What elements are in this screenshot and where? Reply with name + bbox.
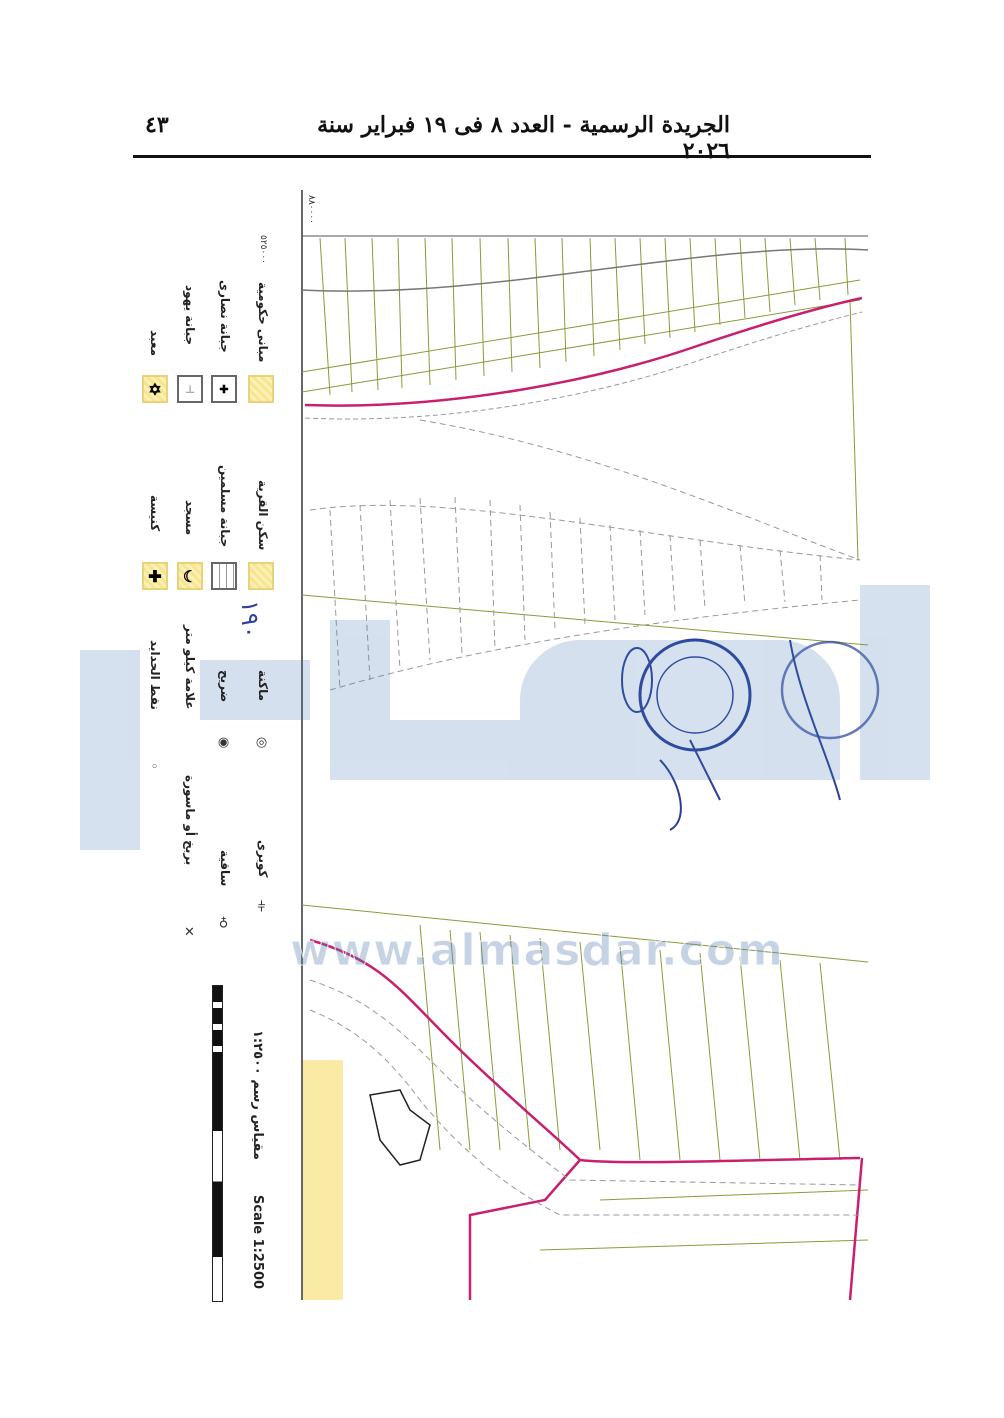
legend-village-housing-label: سكن القرية	[256, 480, 270, 551]
legend-km-marker-label: علامة كيلو متر	[183, 625, 197, 710]
cemetery-area	[369, 1089, 431, 1166]
legend-christian-cemetery-swatch: ✚	[211, 375, 237, 403]
legend-culvert-label: بربخ أو ماسورة	[183, 775, 197, 866]
legend-machine-label: ماكنة	[256, 670, 270, 702]
parcel-lines-middle	[309, 419, 861, 691]
machine-icon: ◎	[254, 735, 269, 750]
waterwheel-icon: ♁	[216, 915, 231, 930]
page-header-title: الجريدة الرسمية - العدد ٨ فى ١٩ فبراير س…	[317, 112, 730, 164]
legend-jewish-cemetery-label: جبانة يهود	[183, 285, 197, 346]
village-housing-area	[303, 1060, 343, 1300]
scale-label-arabic: مقياس رسم ١:٢٥٠٠	[250, 1030, 265, 1160]
legend-jewish-cemetery-swatch: ⊥	[177, 375, 203, 403]
handwritten-note: ١٩٠	[236, 600, 264, 639]
boundary-line-bottom	[309, 938, 864, 1301]
watermark-logo	[80, 585, 930, 850]
legend-muslim-cemetery-label: جبانة مسلمين	[218, 465, 232, 548]
parcel-lines-bottom	[301, 904, 869, 1251]
mosque-icon: ☾	[177, 562, 203, 590]
legend-shrine-label: ضريح	[218, 670, 232, 703]
legend-temple-label: معبد	[148, 330, 162, 357]
legend-boundary-points-label: نقط الحدايد	[148, 640, 162, 710]
boundary-line-top	[304, 296, 863, 407]
official-stamps	[621, 638, 880, 831]
legend-village-housing-swatch	[248, 562, 274, 590]
legend-church-label: كنيسة	[148, 495, 162, 532]
legend-bridge-label: كوبرى	[256, 840, 270, 878]
legend-mosque-label: مسجد	[183, 500, 197, 536]
legend-christian-cemetery-label: جبانة نصارى	[218, 280, 232, 353]
coordinate-left: ٥٢٥٠٠٠	[258, 235, 268, 265]
header-divider	[133, 155, 871, 158]
legend-government-buildings-swatch	[248, 375, 274, 403]
page-number: ٤٣	[145, 112, 169, 138]
coordinate-top: ٨٨٠٠٠٠	[306, 195, 316, 225]
scale-bar	[212, 985, 223, 1302]
bridge-icon: ⟛	[254, 900, 269, 912]
temple-icon: ✡	[142, 375, 168, 403]
church-icon: ✚	[142, 562, 168, 590]
legend-muslim-cemetery-swatch	[211, 562, 237, 590]
shrine-icon: ◉	[216, 735, 231, 750]
scale-label-english: Scale 1:2500	[250, 1195, 265, 1290]
watermark-url: www.almasdar.com	[290, 925, 784, 977]
culvert-icon: ✕	[182, 925, 197, 940]
legend-government-buildings-label: مبانى حكومية	[256, 282, 270, 363]
boundary-point-icon: ◦	[147, 760, 162, 775]
legend-waterwheel-label: ساقية	[218, 850, 232, 887]
